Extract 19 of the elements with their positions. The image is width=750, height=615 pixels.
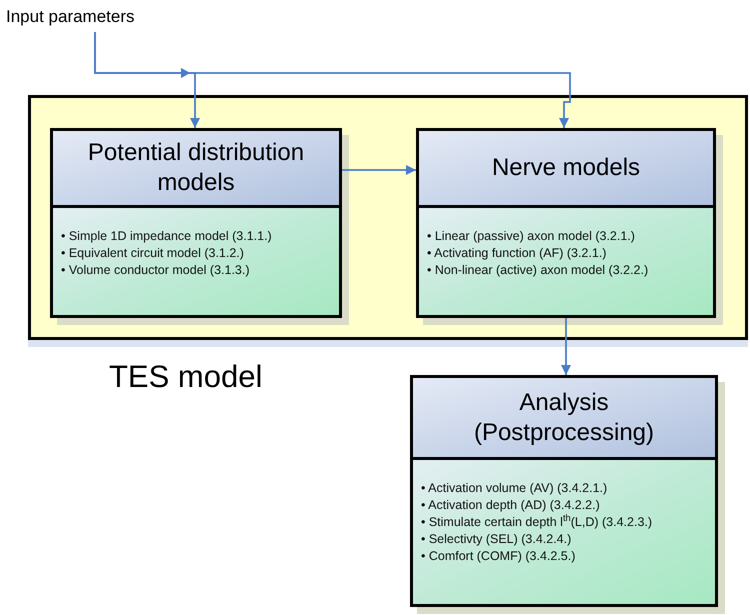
bullet-item: • Equivalent circuit model (3.1.2.) — [61, 245, 245, 262]
container-title: TES model — [109, 358, 262, 396]
bullet-item: • Linear (passive) axon model (3.2.1.) — [427, 228, 636, 245]
bullet-item: • Non-linear (active) axon model (3.2.2.) — [427, 262, 650, 279]
bullet-item: • Activation volume (AV) (3.4.2.1.) — [421, 480, 608, 497]
bullet-item: • Simple 1D impedance model (3.1.1.) — [61, 228, 273, 245]
box-title: Nerve models — [492, 153, 640, 183]
arrow — [94, 32, 571, 128]
bullet-item: • Activation depth (AD) (3.4.2.2.) — [421, 497, 601, 514]
bullet-item: • Selectivty (SEL) (3.4.2.4.) — [421, 531, 572, 548]
bullet-item: • Activating function (AF) (3.2.1.) — [427, 245, 608, 262]
arrow — [561, 318, 571, 375]
arrow — [342, 165, 416, 175]
bullet-item: • Stimulate certain depth l$^{th}$(L,D) (3.4.2.3.) — [421, 514, 654, 531]
box-title: Potential distribution models — [86, 138, 306, 198]
box-title: Analysis (Postprocessing) — [472, 388, 656, 448]
bullet-item: • Comfort (COMF) (3.4.2.5.) — [421, 548, 576, 565]
bullet-item: • Volume conductor model (3.1.3.) — [61, 262, 251, 279]
input-label: Input parameters — [6, 4, 186, 32]
